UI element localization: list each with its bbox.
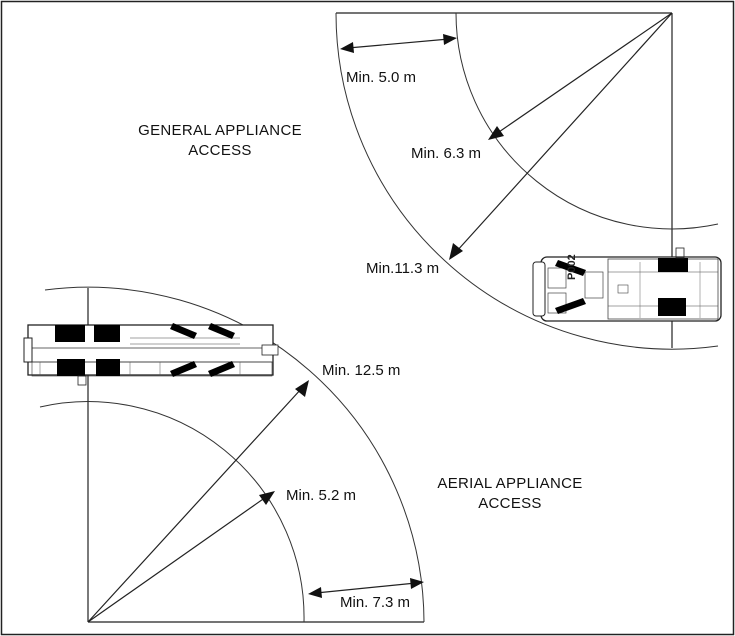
general-outer-arc bbox=[335, 12, 719, 350]
general-access-title-line2: ACCESS bbox=[188, 142, 252, 159]
fire-appliance-plan-view: P002 bbox=[532, 247, 722, 322]
aerial-width-arrowhead-left bbox=[308, 587, 322, 598]
general-width-dimension-line bbox=[347, 38, 450, 49]
aerial-inner-radius-label: Min. 5.2 m bbox=[286, 487, 356, 504]
aerial-inner-arc bbox=[39, 401, 305, 623]
general-inner-radius-arrowhead bbox=[488, 126, 504, 140]
aerial-outer-arc bbox=[44, 286, 425, 623]
aerial-outer-radius-label: Min. 12.5 m bbox=[322, 362, 400, 379]
aerial-appliance-side-view bbox=[23, 323, 279, 386]
general-outer-radius-label: Min.11.3 m bbox=[366, 260, 439, 277]
aerial-access-title-line1: AERIAL APPLIANCE bbox=[437, 475, 582, 492]
aerial-inner-radius-arrowhead bbox=[259, 491, 275, 505]
general-width-arrowhead-right bbox=[443, 34, 457, 45]
general-access-zone: Min. 5.0 m Min. 6.3 m Min.11.3 m GENERAL… bbox=[138, 12, 719, 350]
appliance-fleet-number: P002 bbox=[566, 254, 578, 280]
aerial-outer-radius-arrowhead bbox=[295, 380, 309, 397]
general-access-title-line1: GENERAL APPLIANCE bbox=[138, 122, 302, 139]
general-inner-arc bbox=[455, 12, 719, 230]
aerial-access-title-line2: ACCESS bbox=[478, 495, 542, 512]
general-width-arrowhead-left bbox=[340, 42, 354, 53]
general-width-label: Min. 5.0 m bbox=[346, 69, 416, 86]
general-inner-radius-arrow-line bbox=[495, 12, 673, 135]
aerial-width-label: Min. 7.3 m bbox=[340, 594, 410, 611]
aerial-width-dimension-line bbox=[315, 582, 417, 594]
aerial-inner-radius-arrow-line bbox=[87, 496, 267, 623]
general-inner-radius-label: Min. 6.3 m bbox=[411, 145, 481, 162]
aerial-width-arrowhead-right bbox=[410, 578, 424, 589]
aerial-outer-radius-arrow-line bbox=[87, 387, 303, 623]
general-outer-radius-arrowhead bbox=[449, 243, 463, 260]
general-outer-radius-arrow-line bbox=[455, 12, 673, 253]
